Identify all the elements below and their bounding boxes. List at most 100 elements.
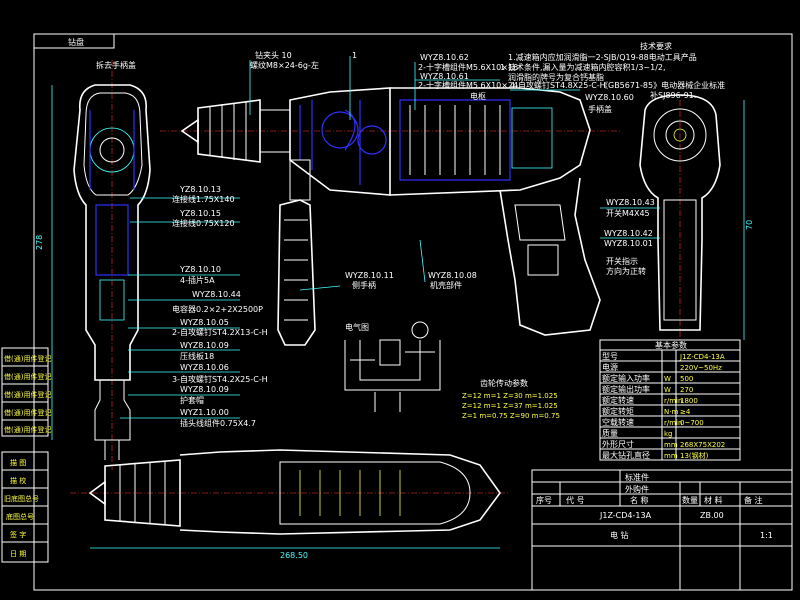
overall-length-dim: 268.50 — [280, 551, 308, 560]
tb-std: 标准件 — [625, 472, 649, 482]
callout-38: 开关指示 — [606, 256, 638, 266]
gear-line-3: Z=1 m=0.75 Z=90 m=0.75 — [462, 412, 560, 420]
left-callouts: YZ8.10.13 连接线1.75X140 YZ8.10.15 连接线0.75X… — [120, 185, 268, 428]
param-unit: W — [664, 386, 671, 394]
callout-25: 3-自攻螺钉ST4.2X25-C-H — [172, 374, 268, 384]
callout-28: WYZ1.10.00 — [180, 408, 229, 417]
callout-14: YZ8.10.15 — [179, 209, 221, 218]
callout-39: 方向为正转 — [606, 266, 646, 276]
param-name: 最大钻孔直径 — [602, 450, 650, 460]
param-value: J1Z-CD4-13A — [679, 353, 725, 361]
sign-label-3: 旧底图总号 — [4, 494, 39, 503]
right-width-dim: 70 — [745, 220, 754, 230]
callout-19: 电容器0.2×2+2X2500P — [172, 304, 263, 314]
sign-label-1: 描 图 — [10, 458, 26, 467]
callout-7: WYZ8.10.61 — [420, 72, 469, 81]
strip-label-2: 借(通)用件登记 — [4, 372, 51, 381]
param-name: 空载转速 — [602, 417, 634, 427]
param-name: 外形尺寸 — [602, 439, 634, 449]
param-unit: mm — [664, 452, 678, 460]
callout-29: 插头线组件0.75X4.7 — [180, 418, 256, 428]
tech-line-1: 1.减速箱内应加润滑脂一2-SJB/Q19-88电动工具产品 — [508, 52, 697, 62]
tb-h3: 名 称 — [630, 495, 649, 505]
tech-title: 技术要求 — [640, 41, 672, 51]
callout-37: WYZ8.10.01 — [604, 239, 653, 248]
callout-34: WYZ8.10.43 — [606, 198, 655, 207]
callout-32: WYZ8.10.08 — [428, 271, 477, 280]
callout-31: 侧手柄 — [352, 280, 376, 290]
tb-code: ZB.00 — [700, 511, 724, 520]
callout-30: WYZ8.10.11 — [345, 271, 394, 280]
tech-line-4: 《GB5671-85》电动器械企业标准 — [600, 80, 725, 90]
top-callouts: 钻夹头 10 螺纹M8×24-6g-左 1 WYZ8.10.62 2-十字槽组件… — [249, 50, 634, 120]
callout-2: 螺纹M8×24-6g-左 — [250, 60, 319, 70]
tb-buy: 外购件 — [625, 484, 649, 494]
sign-label-6: 日 期 — [10, 550, 26, 558]
tb-h2: 代 号 — [566, 495, 585, 505]
strip-label-1: 借(通)用件登记 — [4, 354, 51, 363]
callout-27: 护套帽 — [180, 395, 204, 405]
param-value: 500 — [680, 375, 693, 383]
middle-callouts: WYZ8.10.11 侧手柄 WYZ8.10.08 机壳部件 — [299, 239, 477, 291]
tech-requirements: 技术要求 1.减速箱内应加润滑脂一2-SJB/Q19-88电动工具产品 技术条件… — [508, 41, 725, 100]
callout-22: WYZ8.10.09 — [180, 341, 229, 350]
callout-26: WYZ8.10.09 — [180, 385, 229, 394]
param-name: 质量 — [602, 428, 618, 438]
left-height-dim: 278 — [35, 235, 44, 250]
callout-1: 钻夹头 10 — [255, 50, 292, 60]
param-value: 220V~50Hz — [680, 364, 722, 372]
callout-18: WYZ8.10.44 — [192, 290, 241, 299]
callout-15: 连接线0.75X120 — [172, 218, 235, 228]
param-name: 型号 — [602, 352, 618, 361]
tb-h8: 备 注 — [744, 495, 763, 505]
callout-33: 机壳部件 — [430, 280, 462, 290]
params-table: 基本参数 型号 J1Z-CD4-13A 电源 220V~50Hz 额定输入功率 W 500 额… — [599, 339, 741, 461]
outer-frame — [33, 33, 793, 591]
motor-label: 电枢 — [470, 91, 486, 101]
callout-5: 2-十字槽组件M5.6X10×16 — [418, 62, 518, 72]
param-unit: kg — [664, 430, 673, 438]
param-unit: N·m — [664, 408, 678, 416]
param-name: 额定转矩 — [602, 406, 634, 416]
callout-35: 开关M4X45 — [606, 208, 650, 218]
tb-product: 电 钻 — [610, 530, 629, 540]
tb-h1: 序号 — [536, 495, 552, 505]
callout-9: 4-自攻螺钉ST4.8X25-C-H — [510, 80, 606, 90]
callout-20: WYZ8.10.05 — [180, 318, 229, 327]
callout-16: YZ8.10.10 — [179, 265, 221, 274]
tb-scale: 1:1 — [760, 531, 773, 540]
callout-23: 压线板18 — [180, 351, 214, 361]
param-name: 额定输出功率 — [602, 384, 650, 394]
callout-11: 手柄盖 — [588, 104, 612, 114]
gear-line-2: Z=12 m=1 Z=37 m=1.025 — [462, 402, 558, 410]
tb-model: J1Z-CD4-13A — [599, 511, 652, 520]
param-value: 268X75X202 — [680, 441, 725, 449]
callout-8: 2-十字槽组件M5.6X10×24 — [418, 80, 518, 90]
gear-params: 齿轮传动参数 Z=12 m=1 Z=30 m=1.025 Z=12 m=1 Z=… — [462, 378, 560, 420]
callout-4: WYZ8.10.62 — [420, 53, 469, 62]
callout-10: WYZ8.10.60 — [585, 93, 634, 102]
param-unit: r/min — [664, 397, 682, 405]
wiring-title: 电气图 — [345, 322, 369, 332]
param-unit: mm — [664, 441, 678, 449]
callout-17: 4-插片5A — [180, 275, 215, 285]
callout-3: 1 — [352, 51, 357, 60]
param-value: 13(钢材) — [680, 451, 709, 460]
wiring-diagram: 电气图 — [344, 321, 441, 412]
param-value: 1800 — [680, 397, 698, 405]
param-name: 电源 — [602, 362, 618, 372]
param-unit: r/min — [664, 419, 682, 427]
params-title: 基本参数 — [655, 340, 687, 350]
sign-label-5: 签 字 — [10, 530, 26, 539]
bottom-view: 268.50 — [70, 449, 510, 560]
corner-label: 钻盘 — [68, 37, 84, 47]
strip-label-3: 借(通)用件登记 — [4, 390, 51, 399]
callout-24: WYZ8.10.06 — [180, 363, 229, 372]
tb-h4: 数量 — [682, 495, 698, 505]
tb-h5: 材 料 — [704, 495, 723, 505]
param-name: 额定输入功率 — [602, 373, 650, 383]
sign-label-4: 底图总号 — [6, 512, 34, 521]
param-value: ≥4 — [680, 408, 691, 416]
gear-line-1: Z=12 m=1 Z=30 m=1.025 — [462, 392, 558, 400]
sign-strip: 描 图 描 校 旧底图总号 底图总号 签 字 日 期 — [1, 451, 49, 563]
